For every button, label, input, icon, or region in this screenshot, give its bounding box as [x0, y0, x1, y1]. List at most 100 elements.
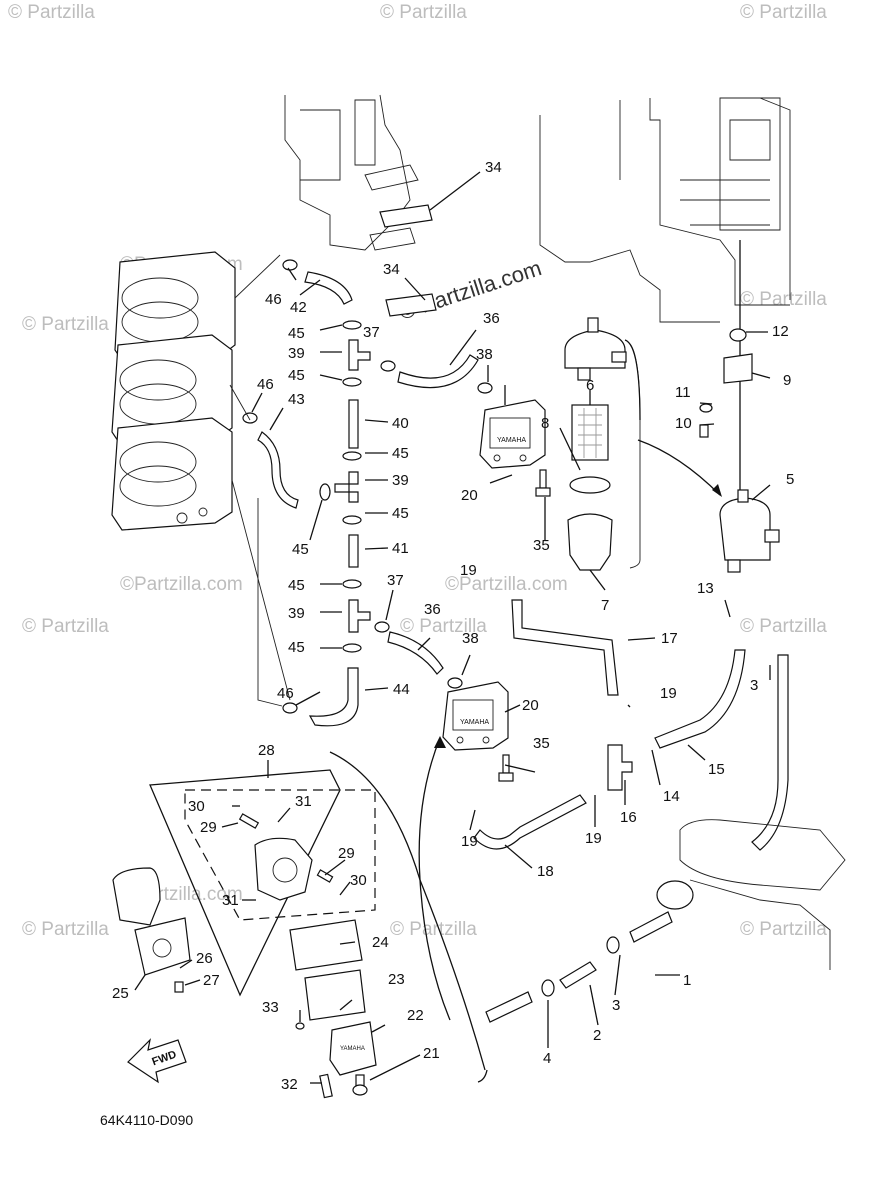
screw-21	[352, 1074, 368, 1096]
callout-34: 34	[383, 261, 400, 278]
clip-3	[606, 936, 620, 954]
callout-30: 30	[188, 798, 205, 815]
callout-45: 45	[392, 445, 409, 462]
callout-33: 33	[262, 999, 279, 1016]
callout-21: 21	[423, 1045, 440, 1062]
callout-6: 6	[586, 377, 594, 394]
joint-1	[629, 911, 673, 943]
hose-group-left	[257, 271, 479, 727]
hose-44	[308, 667, 359, 727]
callout-20: 20	[461, 487, 478, 504]
hose-43	[257, 431, 299, 509]
callout-43: 43	[288, 391, 305, 408]
callout-45: 45	[288, 577, 305, 594]
callout-39: 39	[392, 472, 409, 489]
callout-26: 26	[196, 950, 213, 967]
pump-cover-22: YAMAHA	[329, 1021, 377, 1076]
callout-38: 38	[462, 630, 479, 647]
callout-46: 46	[277, 685, 294, 702]
callout-41: 41	[392, 540, 409, 557]
nut-12	[729, 328, 747, 342]
callout-2: 2	[593, 1027, 601, 1044]
callout-45: 45	[288, 367, 305, 384]
callout-35: 35	[533, 537, 550, 554]
callout-19: 19	[461, 833, 478, 850]
watermark: © Partzilla	[740, 616, 827, 637]
watermark: © Partzilla	[740, 289, 827, 310]
hose-group-right	[473, 599, 789, 851]
watermark: © Partzilla	[8, 2, 95, 23]
callout-10: 10	[675, 415, 692, 432]
watermark: © Partzilla	[22, 314, 109, 335]
clip-4	[541, 979, 555, 997]
fuel-filter-5	[719, 240, 780, 573]
pump-repair-kit	[112, 769, 376, 997]
callout-24: 24	[372, 934, 389, 951]
callout-3: 3	[750, 677, 758, 694]
callout-1: 1	[683, 972, 691, 989]
flow-arrowhead	[712, 484, 722, 497]
fuel-pump-lower: YAMAHA	[442, 681, 509, 751]
callout-38: 38	[476, 346, 493, 363]
pump-brand-label: YAMAHA	[497, 437, 526, 444]
callout-labels: 1 2 3 3 4 5 6 7 8 9 10 11 12 13 14 15 16…	[112, 159, 794, 1093]
spring-27	[174, 981, 184, 993]
gasket-34-upper	[379, 204, 433, 228]
kit-bracket-end	[477, 1069, 488, 1083]
joint-16	[607, 744, 633, 791]
callout-27: 27	[203, 972, 220, 989]
callout-22: 22	[407, 1007, 424, 1024]
filter-cup-7	[567, 513, 613, 571]
callout-19: 19	[460, 562, 477, 579]
callout-19: 19	[585, 830, 602, 847]
engine-block-outline	[284, 94, 791, 323]
callout-32: 32	[281, 1076, 298, 1093]
connector-2	[559, 961, 597, 989]
watermark: © Partzilla	[390, 919, 477, 940]
watermark: ©Partzilla.com	[445, 574, 568, 595]
filter-bracket	[624, 339, 641, 421]
tee-joints	[334, 339, 371, 633]
flow-arrowhead	[434, 736, 446, 748]
fwd-arrow-icon: FWD	[127, 1038, 187, 1084]
gasket-34-lower	[385, 293, 437, 317]
carb-leader-lines	[229, 254, 291, 701]
callout-39: 39	[288, 345, 305, 362]
callout-29: 29	[338, 845, 355, 862]
plate-upper	[112, 867, 161, 926]
watermark: © Partzilla	[400, 616, 487, 637]
callout-leaders	[134, 171, 771, 1084]
carb-leader-lines	[257, 498, 283, 707]
callout-45: 45	[288, 325, 305, 342]
callout-46: 46	[265, 291, 282, 308]
diagram-code: 64K4110-D090	[100, 1112, 193, 1128]
diaphragm-25	[134, 917, 191, 976]
callout-39: 39	[288, 605, 305, 622]
callout-20: 20	[522, 697, 539, 714]
flow-arrow-to-filter-5	[637, 439, 721, 496]
callout-45: 45	[392, 505, 409, 522]
callout-7: 7	[601, 597, 609, 614]
bolt-35-upper	[535, 469, 551, 497]
pump-brand-label: YAMAHA	[340, 1046, 365, 1052]
callout-31: 31	[222, 892, 239, 909]
callout-13: 13	[697, 580, 714, 597]
callout-14: 14	[663, 788, 680, 805]
callout-19: 19	[660, 685, 677, 702]
watermark: © Partzilla	[740, 2, 827, 23]
bolt-35-lower	[498, 754, 514, 782]
callout-30: 30	[350, 872, 367, 889]
watermark: ©Partzilla.com	[120, 574, 243, 595]
callout-15: 15	[708, 761, 725, 778]
callout-37: 37	[363, 324, 380, 341]
hose-42	[304, 271, 353, 305]
watermark: © Partzilla	[380, 2, 467, 23]
fuel-connector-assembly	[485, 819, 846, 1023]
hose-36-upper	[397, 354, 479, 389]
hose-end-left	[485, 991, 533, 1023]
callout-37: 37	[387, 572, 404, 589]
fuel-pump-upper: YAMAHA	[479, 399, 546, 469]
watermark: © Partzilla	[22, 919, 109, 940]
watermark: © Partzilla	[22, 616, 109, 637]
